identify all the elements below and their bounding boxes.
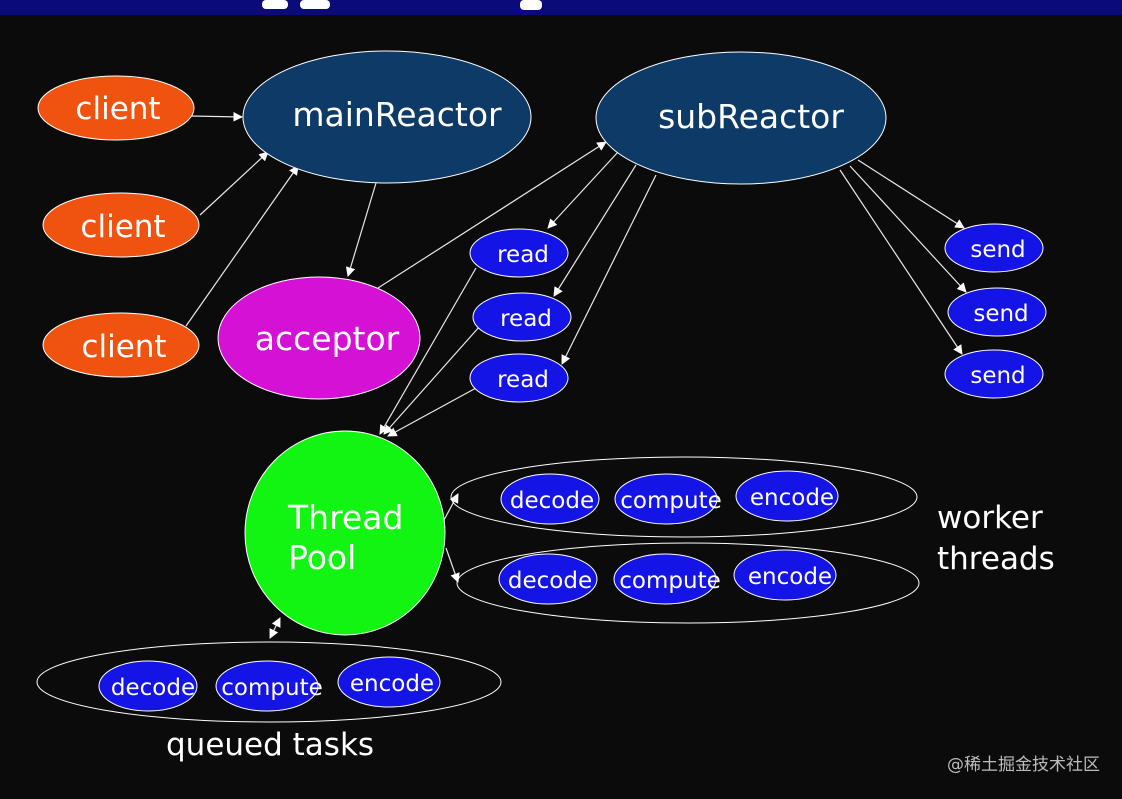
queued-tasks-row: decode compute encode [36, 641, 502, 723]
encode-label: encode [750, 485, 834, 511]
read-node-2: read [472, 292, 572, 342]
edge-pool-queue [269, 617, 281, 639]
compute-label: compute [619, 568, 720, 594]
edge-sub-read1 [547, 151, 619, 229]
client-node-3: client [42, 312, 200, 378]
client-label: client [81, 329, 166, 365]
encode-task: encode [337, 656, 441, 708]
compute-task: compute [215, 660, 323, 712]
client-label: client [80, 209, 165, 245]
compute-task: compute [613, 553, 721, 605]
edge-pool-worker1 [443, 493, 459, 521]
client-node-1: client [37, 75, 195, 141]
encode-task: encode [733, 549, 837, 601]
send-node-1: send [944, 223, 1044, 273]
send-label: send [970, 237, 1025, 263]
encode-label: encode [748, 564, 832, 590]
decode-label: decode [510, 488, 594, 514]
client-node-2: client [42, 192, 200, 258]
edge-sub-send3 [839, 169, 963, 355]
edge-acceptor-sub [377, 141, 607, 289]
acceptor-label: acceptor [255, 319, 400, 358]
edge-client2-main [199, 151, 269, 216]
read-label: read [497, 367, 549, 393]
compute-task: compute [614, 473, 722, 525]
edge-main-acceptor [345, 182, 377, 277]
worker-thread-row-1: decode compute encode [450, 456, 918, 538]
acceptor-node: acceptor [217, 276, 421, 400]
compute-label: compute [221, 675, 322, 701]
read-node-3: read [469, 353, 569, 403]
queued-tasks-label: queued tasks [166, 727, 374, 763]
edge-pool-worker2 [445, 547, 460, 583]
worker-threads-label-line2: threads [937, 541, 1055, 577]
decode-label: decode [508, 568, 592, 594]
send-label: send [973, 301, 1028, 327]
cropped-title-fragment [262, 0, 542, 10]
read-label: read [497, 242, 549, 268]
thread-pool-node: Thread Pool [244, 430, 446, 636]
sub-reactor-label: subReactor [658, 97, 844, 136]
edge-sub-send2 [849, 165, 967, 293]
watermark: @稀土掘金技术社区 [947, 755, 1100, 775]
encode-task: encode [735, 470, 839, 522]
main-reactor-node: mainReactor [242, 50, 532, 184]
send-label: send [970, 363, 1025, 389]
edge-client1-main [189, 112, 243, 122]
edge-read2-pool [383, 325, 481, 435]
edge-client3-main [185, 165, 299, 327]
edge-read3-pool [387, 387, 477, 437]
worker-threads-label-line1: worker [937, 500, 1043, 536]
decode-task: decode [500, 473, 600, 525]
thread-pool-label-line2: Pool [288, 538, 356, 577]
read-label: read [500, 306, 552, 332]
encode-label: encode [350, 671, 434, 697]
sub-reactor-node: subReactor [595, 51, 887, 185]
decode-task: decode [98, 660, 198, 712]
main-reactor-label: mainReactor [292, 95, 502, 134]
edge-sub-read2 [553, 164, 637, 297]
read-node-1: read [469, 228, 569, 278]
send-node-3: send [944, 349, 1044, 399]
client-label: client [75, 91, 160, 127]
edge-read1-pool [379, 267, 477, 435]
decode-task: decode [498, 553, 598, 605]
send-node-2: send [947, 287, 1047, 337]
compute-label: compute [620, 488, 721, 514]
worker-thread-row-2: decode compute encode [456, 542, 920, 624]
edge-sub-read3 [561, 174, 657, 365]
thread-pool-label-line1: Thread [287, 498, 403, 537]
edges [185, 112, 967, 639]
decode-label: decode [111, 675, 195, 701]
edge-sub-send1 [857, 159, 965, 229]
